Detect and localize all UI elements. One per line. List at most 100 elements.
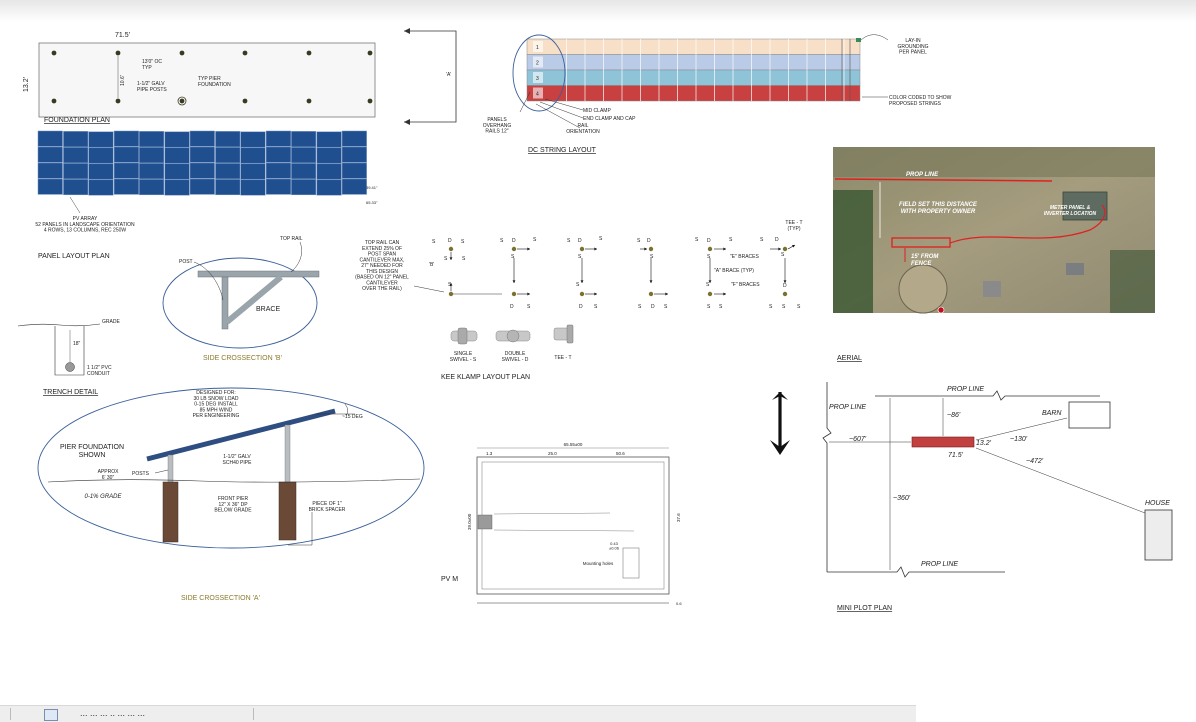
klamp-arrowhead bbox=[778, 247, 781, 251]
pv-panel bbox=[113, 162, 139, 179]
klamp-letter: S bbox=[599, 236, 603, 242]
klamp-letter: S bbox=[781, 252, 785, 258]
klamp-letter: S bbox=[664, 304, 668, 310]
post-dot bbox=[51, 50, 57, 56]
klamp-letter: S bbox=[527, 304, 531, 310]
section-a-label: 'A' bbox=[446, 72, 451, 78]
string-row-tag bbox=[533, 87, 543, 99]
pv-panel bbox=[88, 147, 114, 164]
klamp-letter: S bbox=[567, 238, 571, 244]
klamp-arrowhead bbox=[723, 247, 726, 251]
pv-panel bbox=[189, 146, 215, 163]
klamp-node bbox=[707, 246, 713, 252]
string-row bbox=[526, 54, 861, 71]
pv-panel bbox=[63, 147, 89, 164]
side-crossection-b: TOP RAIL POST BRACE SIDE CROSSECTION 'B' bbox=[162, 236, 320, 362]
document-filename: ... ... ... .. ... ... ... bbox=[80, 708, 146, 718]
pv-panel bbox=[265, 146, 291, 163]
pv-panel bbox=[215, 179, 241, 196]
pv-panel bbox=[37, 146, 63, 163]
dim-13-label: 13.2' bbox=[976, 440, 992, 447]
trench-depth-label: 18" bbox=[73, 341, 81, 347]
string-row bbox=[526, 38, 861, 55]
aerial-barn bbox=[1062, 191, 1108, 221]
plot-house bbox=[1144, 509, 1173, 561]
module-top-dim: 65.55±00 bbox=[564, 442, 583, 447]
pv-panel bbox=[265, 178, 291, 195]
dim-130-line bbox=[975, 417, 1068, 441]
klamp-letter: D bbox=[510, 304, 514, 310]
module-seg1: 1.3 bbox=[486, 451, 493, 456]
pv-panel bbox=[88, 179, 114, 196]
string-row-label: 3 bbox=[536, 76, 539, 82]
klamp-node bbox=[448, 291, 454, 297]
crossection-b-ellipse bbox=[162, 257, 318, 349]
panel-layout-title: PANEL LAYOUT PLAN bbox=[38, 253, 110, 260]
klamp-letter: S bbox=[729, 237, 733, 243]
posts-label: POSTS bbox=[132, 471, 150, 477]
klamp-arrowhead bbox=[783, 280, 787, 283]
klamp-letter: S bbox=[432, 239, 436, 245]
pv-module-drawing: 65.55±00 1.3 25.0 50.6 39.0±00 37.6 Moun… bbox=[441, 442, 682, 606]
dc-string-title: DC STRING LAYOUT bbox=[528, 147, 597, 154]
spacer-leader bbox=[288, 512, 313, 546]
foundation-height-label: 13.2' bbox=[23, 77, 30, 92]
dim-472-line bbox=[975, 447, 1146, 514]
dim-360-label: ~360' bbox=[893, 495, 911, 502]
klamp-arrowhead bbox=[644, 247, 647, 251]
string-row-label: 2 bbox=[536, 61, 539, 67]
plot-barn bbox=[1068, 401, 1111, 429]
post-dot bbox=[179, 50, 185, 56]
klamp-letter: D bbox=[512, 238, 516, 244]
posts-leader bbox=[154, 469, 169, 474]
klamp-node bbox=[782, 291, 788, 297]
aerial-trees-west bbox=[833, 190, 873, 313]
conduit-circle bbox=[65, 362, 75, 372]
document-thumbnail-icon[interactable] bbox=[44, 709, 58, 721]
section-a-marker-line bbox=[404, 30, 457, 123]
module-inner-frame bbox=[481, 461, 665, 590]
aerial-prop-line bbox=[834, 178, 1053, 182]
klamp-node bbox=[511, 291, 517, 297]
klamp-letter: D bbox=[578, 238, 582, 244]
plot-prop-line-bottom-label: PROP LINE bbox=[921, 561, 958, 568]
pier-callout-ring bbox=[177, 96, 187, 106]
string-row bbox=[526, 69, 861, 86]
panel-tilted bbox=[146, 408, 336, 462]
crossection-a-ellipse bbox=[37, 387, 425, 549]
tee-t-fitting-label: TEE - T bbox=[554, 355, 571, 361]
pv-array-leader bbox=[69, 196, 81, 214]
klamp-arrowhead bbox=[708, 280, 712, 283]
north-arrow-icon bbox=[770, 392, 790, 455]
klamp-arrowhead bbox=[594, 247, 597, 251]
trench-detail-title: TRENCH DETAIL bbox=[43, 389, 98, 396]
pv-panel bbox=[240, 163, 266, 180]
mid-clamp-label: MID CLAMP bbox=[583, 108, 611, 114]
klamp-letter: S bbox=[594, 304, 598, 310]
klamp-letter: S bbox=[797, 304, 801, 310]
dim-715-label: 71.5' bbox=[948, 452, 964, 459]
aerial-title: AERIAL bbox=[837, 355, 862, 362]
post-dot bbox=[306, 50, 312, 56]
mini-plot-title: MINI PLOT PLAN bbox=[837, 605, 892, 612]
mounting-hole-detail bbox=[622, 547, 640, 579]
klamp-letter: S bbox=[769, 304, 773, 310]
module-right-dim: 37.6 bbox=[676, 513, 681, 522]
klamp-arrowhead bbox=[449, 257, 453, 260]
crossection-a-title: SIDE CROSSECTION 'A' bbox=[181, 595, 260, 602]
dim-607-label: ~607' bbox=[849, 436, 867, 443]
kee-klamp-title: KEE KLAMP LAYOUT PLAN bbox=[441, 374, 530, 381]
grounding-leader bbox=[860, 34, 889, 41]
foundation-vertical-dim: 10.6' bbox=[120, 75, 126, 86]
post-dot bbox=[115, 50, 121, 56]
top-rail-bar bbox=[197, 270, 320, 278]
pv-panel bbox=[113, 130, 139, 147]
